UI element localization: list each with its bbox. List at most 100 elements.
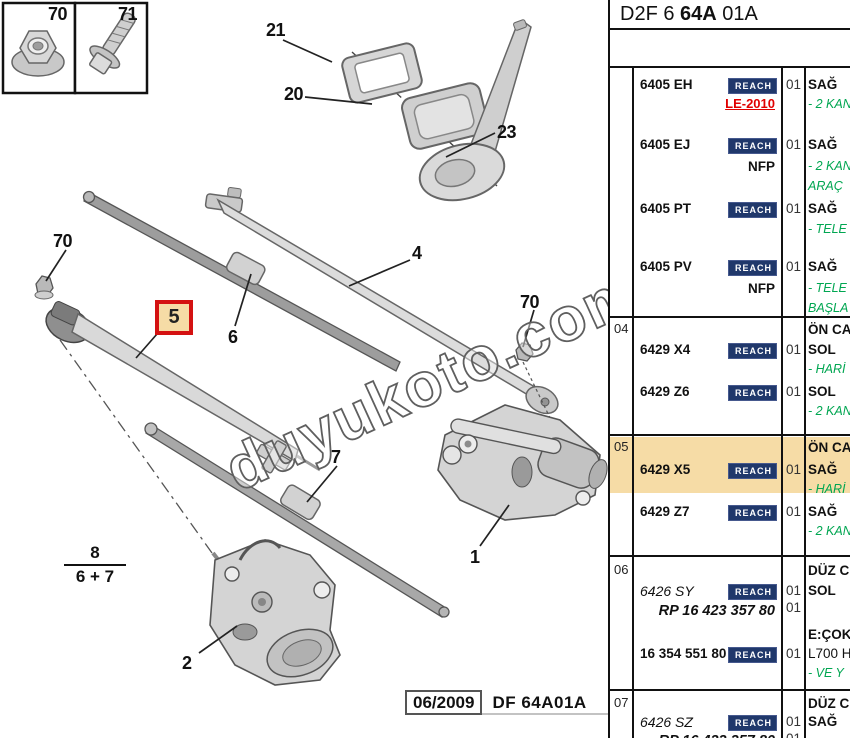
table-group-04: 04 ÖN CA 6429 X4 REACH 01 SOL - HARİ 6429 Z6 REA… — [610, 318, 850, 436]
description: SAĞ — [808, 259, 838, 274]
highlighted-part-5-box[interactable]: 5 — [155, 300, 193, 335]
section-number: 07 — [614, 695, 629, 710]
reach-badge[interactable]: REACH — [727, 343, 777, 359]
fraction-denominator: 6 + 7 — [64, 564, 126, 587]
callout-70-right: 70 — [520, 292, 540, 312]
description: - 2 KAN — [808, 404, 850, 418]
diagram-caption: 06/2009 DF 64A01A — [405, 690, 587, 715]
column-divider — [632, 68, 634, 738]
part-number[interactable]: 6429 X5 — [640, 462, 691, 477]
part-number[interactable]: LE-2010 — [725, 96, 775, 111]
section-number: 06 — [614, 562, 629, 577]
description: - TELE — [808, 281, 847, 295]
reach-badge[interactable]: REACH — [727, 463, 777, 479]
caption-code: DF 64A01A — [492, 692, 587, 712]
callout-70-inset: 70 — [48, 4, 68, 24]
reach-badge[interactable]: REACH — [727, 202, 777, 218]
frame-21 — [341, 42, 423, 104]
description: DÜZ C — [808, 696, 850, 711]
part-number[interactable]: 6405 PV — [640, 259, 692, 274]
part-number[interactable]: 6429 X4 — [640, 342, 691, 357]
part-number[interactable]: NFP — [748, 159, 775, 174]
part-number[interactable]: 6429 Z7 — [640, 504, 690, 519]
part-number[interactable]: 16 354 551 80 — [640, 646, 727, 661]
reach-badge[interactable]: REACH — [727, 260, 777, 276]
reach-badge[interactable]: REACH — [727, 647, 777, 663]
cap-assembly — [341, 19, 532, 202]
reach-badge[interactable]: REACH — [727, 584, 777, 600]
column-divider — [781, 68, 783, 738]
arm-5-group — [34, 275, 321, 554]
part-number[interactable]: 6405 PT — [640, 201, 692, 216]
part-number[interactable]: 6429 Z6 — [640, 384, 690, 399]
reach-badge[interactable]: REACH — [727, 385, 777, 401]
parts-diagram: duyukoto.com — [1, 1, 608, 686]
quantity: 01 — [786, 600, 802, 615]
reach-badge[interactable]: REACH — [727, 505, 777, 521]
table-group-05: 05 ÖN CA 6429 X5 REACH 01 SAĞ - HARİ 6429 Z7 REA… — [610, 436, 850, 557]
callout-7: 7 — [331, 447, 341, 467]
nut-illustration — [11, 30, 65, 77]
section-number: 04 — [614, 321, 629, 336]
part-number[interactable]: 6426 SZ — [640, 714, 693, 730]
lower-blade — [144, 422, 450, 618]
reach-badge[interactable]: REACH — [727, 78, 777, 94]
reach-badge[interactable]: REACH — [727, 138, 777, 154]
section-number: 05 — [614, 439, 629, 454]
upper-blade-and-arm — [82, 186, 559, 415]
page-title: D2F 6 64A 01A — [610, 0, 850, 30]
description: L700 H — [808, 646, 850, 661]
fraction-numerator: 8 — [90, 543, 100, 562]
description: SAĞ — [808, 462, 838, 477]
caption-date: 06/2009 — [405, 690, 483, 715]
quantity: 01 — [786, 714, 802, 729]
description: - 2 KAN — [808, 524, 850, 538]
description: ÖN CA — [808, 440, 850, 455]
callout-2: 2 — [182, 653, 192, 673]
description: DÜZ C — [808, 563, 850, 578]
description: SAĞ — [808, 201, 838, 216]
description: BAŞLA — [808, 301, 849, 315]
quantity: 01 — [786, 201, 802, 216]
arm-head-23 — [418, 19, 532, 202]
quantity: 01 — [786, 384, 802, 399]
quantity: 01 — [786, 462, 802, 477]
title-suffix: 01A — [716, 3, 758, 25]
quantity: 01 — [786, 646, 802, 661]
callout-23: 23 — [497, 122, 517, 142]
screw-illustration — [89, 12, 136, 75]
description: ÖN CA — [808, 322, 850, 337]
description: - 2 KAN — [808, 159, 850, 173]
callout-6: 6 — [228, 327, 238, 347]
cap-20 — [401, 82, 489, 150]
part-number[interactable]: 6426 SY — [640, 583, 694, 599]
blade-connector — [255, 440, 291, 474]
description: SAĞ — [808, 77, 838, 92]
fraction-label: 8 6 + 7 — [64, 543, 126, 587]
quantity: 01 — [786, 259, 802, 274]
part-number[interactable]: RP 16 423 357 80 — [659, 733, 775, 738]
description: - HARİ — [808, 362, 846, 376]
callout-1: 1 — [470, 547, 480, 567]
part-number[interactable]: RP 16 423 357 80 — [658, 603, 775, 619]
callout-70-left: 70 — [53, 231, 73, 251]
inset-boxes — [1, 1, 149, 95]
part-number[interactable]: 6405 EH — [640, 77, 693, 92]
callout-4: 4 — [412, 243, 422, 263]
description: - HARİ — [808, 482, 846, 496]
part-number[interactable]: NFP — [748, 281, 775, 296]
column-divider — [804, 68, 806, 738]
title-bold: 64A — [680, 3, 717, 25]
part-number[interactable]: 6405 EJ — [640, 137, 691, 152]
description: SOL — [808, 384, 836, 399]
title-prefix: D2F 6 — [620, 3, 681, 25]
description: - 2 KAN — [808, 97, 850, 111]
description: SAĞ — [808, 137, 838, 152]
reach-badge[interactable]: REACH — [727, 715, 777, 731]
